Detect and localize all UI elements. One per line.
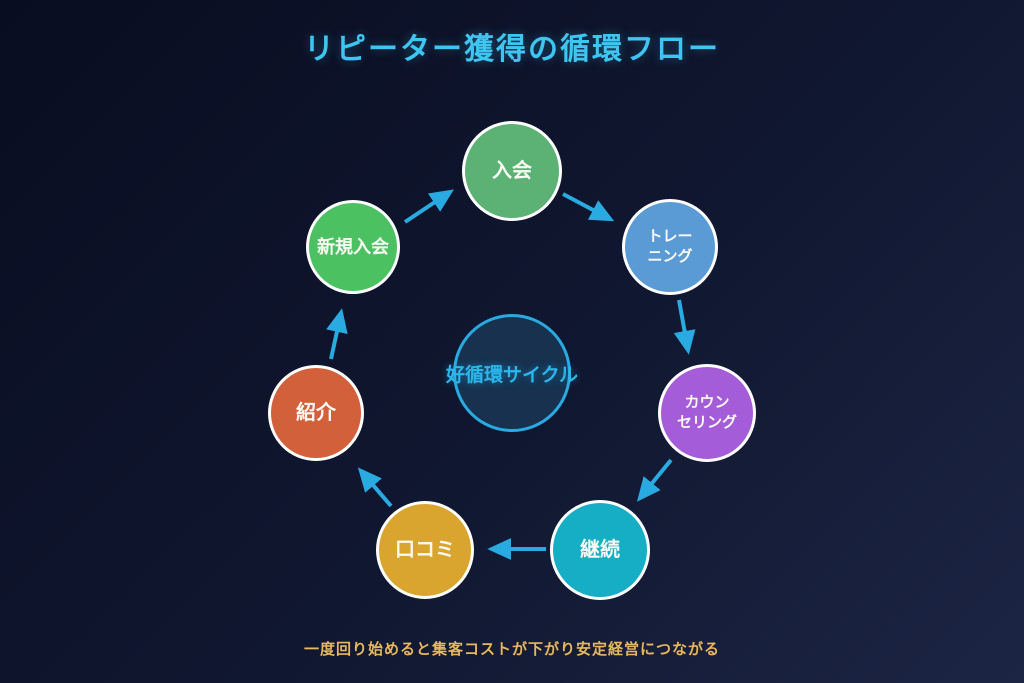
arrow-join-to-training: [562, 192, 615, 222]
node-join: 入会: [462, 121, 562, 221]
node-counseling-label-line2: セリング: [676, 414, 737, 431]
arrow-counseling-to-continue: [636, 458, 673, 502]
node-referral: 紹介: [268, 365, 364, 461]
node-word-of-mouth-label: 口コミ: [395, 538, 455, 561]
diagram-title: リピーター獲得の循環フロー: [304, 33, 720, 66]
node-counseling-label-line1: カウン: [684, 393, 730, 411]
node-referral-label: 紹介: [296, 401, 336, 424]
node-training-label-line1: トレー: [647, 227, 693, 245]
node-new-join-label: 新規入会: [317, 236, 389, 257]
node-training: トレー ニング: [622, 199, 718, 295]
node-new-join: 新規入会: [306, 200, 400, 294]
center-cycle-label: 好循環サイクル: [445, 364, 579, 386]
arrow-referral-to-newjoin: [326, 308, 348, 360]
node-join-label: 入会: [492, 159, 532, 182]
arrow-newjoin-to-join: [403, 189, 454, 224]
arrow-wordofmouth-to-referral: [357, 467, 393, 508]
node-counseling: カウン セリング: [658, 364, 756, 462]
node-continue-label: 継続: [580, 538, 620, 561]
arrow-training-to-counseling: [673, 299, 696, 355]
node-word-of-mouth: 口コミ: [376, 501, 474, 599]
center-cycle-node: 好循環サイクル: [446, 314, 578, 432]
node-training-label-line2: ニング: [647, 248, 693, 265]
node-continue: 継続: [550, 500, 650, 600]
bottom-caption: 一度回り始めると集客コストが下がり安定経営につながる: [303, 641, 720, 658]
